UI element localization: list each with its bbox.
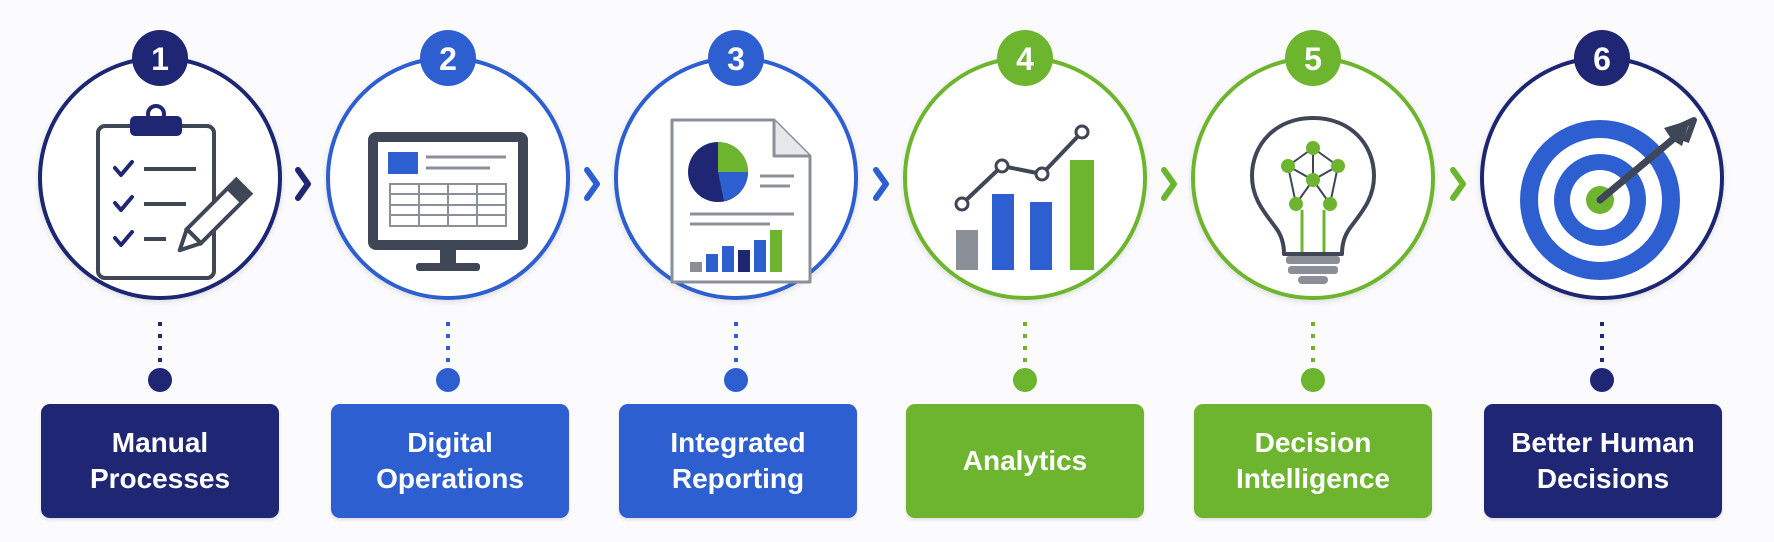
step-5-label-line1: Decision <box>1254 427 1372 458</box>
step-6-number: 6 <box>1593 41 1611 77</box>
step-2: 2 <box>326 30 570 392</box>
step-5-connector-dot <box>1301 368 1325 392</box>
computer-monitor-spreadsheet-icon <box>368 132 528 271</box>
target-arrow-icon <box>1520 117 1697 280</box>
step-1-label-line1: Manual <box>111 427 209 458</box>
chevron-right-icon <box>1161 167 1177 201</box>
step-1: 1 <box>38 30 282 392</box>
step-5-label: Decision Intelligence <box>1194 404 1432 518</box>
step-1-number: 1 <box>151 41 169 77</box>
chevron-right-icon <box>873 167 889 201</box>
step-3-number-badge <box>708 30 764 86</box>
step-2-number-badge <box>420 30 476 86</box>
step-5-number-badge <box>1285 30 1341 86</box>
bar-line-chart-icon <box>954 124 1094 270</box>
step-2-label-line1: Digital <box>407 427 493 458</box>
clipboard-checklist-icon <box>96 104 254 280</box>
lightbulb-network-icon <box>1250 116 1376 284</box>
step-4-connector-dot <box>1013 368 1037 392</box>
step-6: 6 <box>1480 30 1724 392</box>
chevron-right-icon <box>295 167 311 201</box>
step-3-connector-dot <box>724 368 748 392</box>
step-1-label: Manual Processes <box>41 404 279 518</box>
step-4-number-badge <box>997 30 1053 86</box>
step-6-label: Better Human Decisions <box>1484 404 1722 518</box>
step-4-label: Analytics <box>906 404 1144 518</box>
step-2-label-line2: Operations <box>376 463 524 494</box>
step-1-label-line2: Processes <box>89 463 231 494</box>
chevron-right-icon <box>1450 167 1466 201</box>
step-1-connector-dot <box>148 368 172 392</box>
step-2-connector-dot <box>436 368 460 392</box>
step-3-number: 3 <box>727 41 745 77</box>
step-6-connector-dot <box>1590 368 1614 392</box>
step-4-ring <box>903 56 1147 300</box>
step-1-number-badge <box>132 30 188 86</box>
step-5: 5 <box>1191 30 1435 392</box>
step-5-number: 5 <box>1304 41 1322 77</box>
step-4-label-line1: Analytics <box>962 445 1088 476</box>
step-4-number: 4 <box>1016 41 1034 77</box>
step-6-label-line2: Decisions <box>1536 463 1670 494</box>
step-2-label: Digital Operations <box>331 404 569 518</box>
step-3-label-line1: Integrated <box>670 427 806 458</box>
step-6-number-badge <box>1574 30 1630 86</box>
step-3-label-line2: Reporting <box>671 463 805 494</box>
step-6-label-line1: Better Human <box>1511 427 1695 458</box>
step-3: 3 <box>614 30 858 392</box>
report-document-chart-icon <box>670 118 812 284</box>
chevron-right-icon <box>584 167 600 201</box>
step-5-label-line2: Intelligence <box>1235 463 1391 494</box>
step-4: 4 <box>903 30 1147 392</box>
step-3-label: Integrated Reporting <box>619 404 857 518</box>
step-2-number: 2 <box>439 41 457 77</box>
